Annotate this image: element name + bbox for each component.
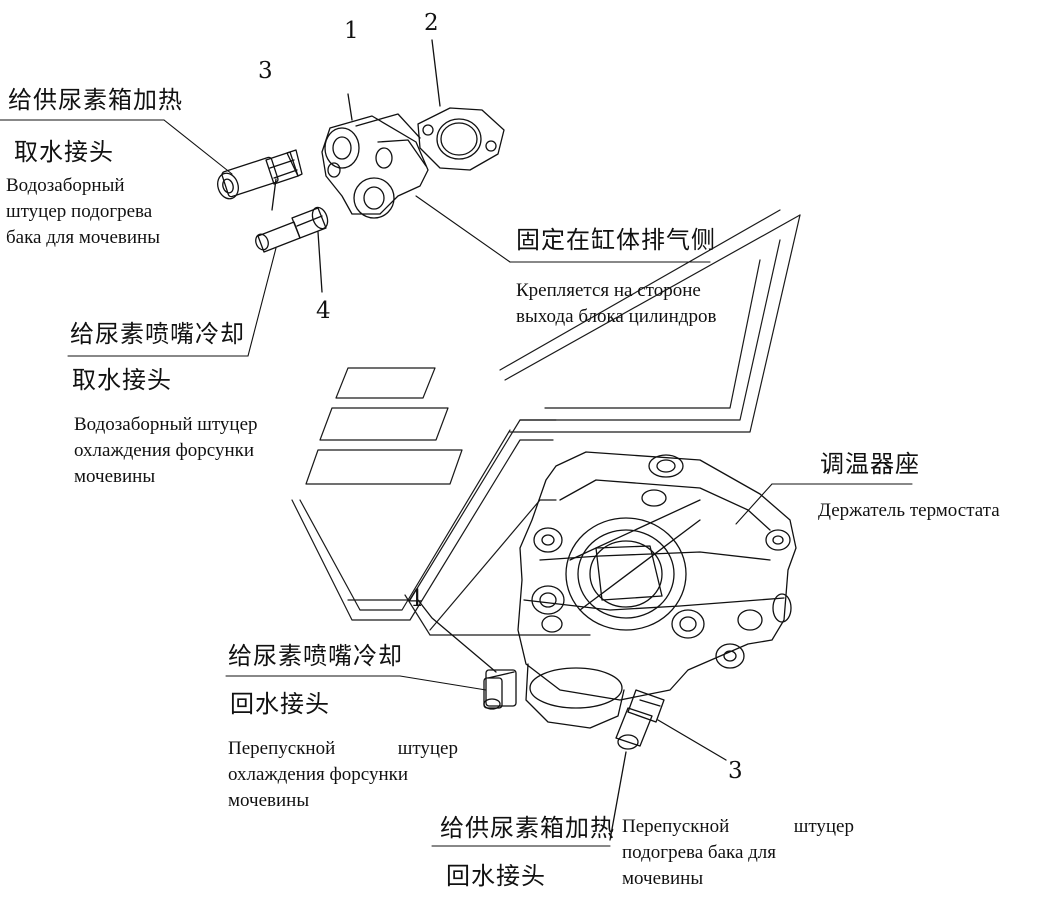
fitting-3-bottom bbox=[609, 689, 727, 841]
label-nozzle-cooling-return-zh2: 回水接头 bbox=[230, 690, 330, 718]
label-nozzle-cooling-return-zh1: 给尿素喷嘴冷却 bbox=[228, 642, 403, 670]
gasket-2 bbox=[417, 39, 505, 171]
adapter-block-1 bbox=[321, 93, 429, 219]
callout-3-top: 3 bbox=[258, 58, 273, 84]
callout-3-bottom: 3 bbox=[728, 758, 743, 784]
fitting-4-top bbox=[255, 206, 329, 293]
callout-4-bottom: 4 bbox=[408, 586, 423, 612]
label-urea-tank-heat-intake-ru: Водозаборный штуцер подогрева бака для м… bbox=[6, 175, 160, 248]
label-nozzle-cooling-intake-ru: Водозаборный штуцер охлаждения форсунки … bbox=[74, 414, 258, 487]
callout-4-top: 4 bbox=[316, 298, 331, 324]
watermark-logo bbox=[291, 209, 801, 636]
label-exhaust-side-zh: 固定在缸体排气侧 bbox=[516, 226, 716, 254]
label-thermostat-seat-ru: Держатель термостата bbox=[818, 500, 1000, 521]
label-urea-tank-heat-intake-zh2: 取水接头 bbox=[14, 138, 114, 166]
label-exhaust-side-ru: Крепляется на стороне выхода блока цилин… bbox=[516, 280, 717, 327]
label-urea-tank-heat-return-zh2: 回水接头 bbox=[446, 862, 546, 890]
callout-2: 2 bbox=[424, 10, 439, 36]
fitting-4-bottom bbox=[417, 599, 517, 710]
thermostat-housing bbox=[517, 451, 797, 729]
callout-1: 1 bbox=[344, 18, 359, 44]
label-urea-tank-heat-return-zh1: 给供尿素箱加热 bbox=[440, 814, 615, 842]
label-urea-tank-heat-intake-zh1: 给供尿素箱加热 bbox=[8, 86, 183, 114]
label-nozzle-cooling-intake-zh2: 取水接头 bbox=[72, 366, 172, 394]
leader-lines bbox=[0, 119, 913, 847]
label-thermostat-seat-zh: 调温器座 bbox=[820, 450, 920, 478]
label-urea-tank-heat-return-ru: Перепускной штуцер подогрева бака для мо… bbox=[622, 816, 854, 889]
fitting-3-top bbox=[217, 149, 303, 211]
label-nozzle-cooling-return-ru: Перепускной штуцер охлаждения форсунки м… bbox=[228, 738, 458, 811]
label-nozzle-cooling-intake-zh1: 给尿素喷嘴冷却 bbox=[70, 320, 245, 348]
